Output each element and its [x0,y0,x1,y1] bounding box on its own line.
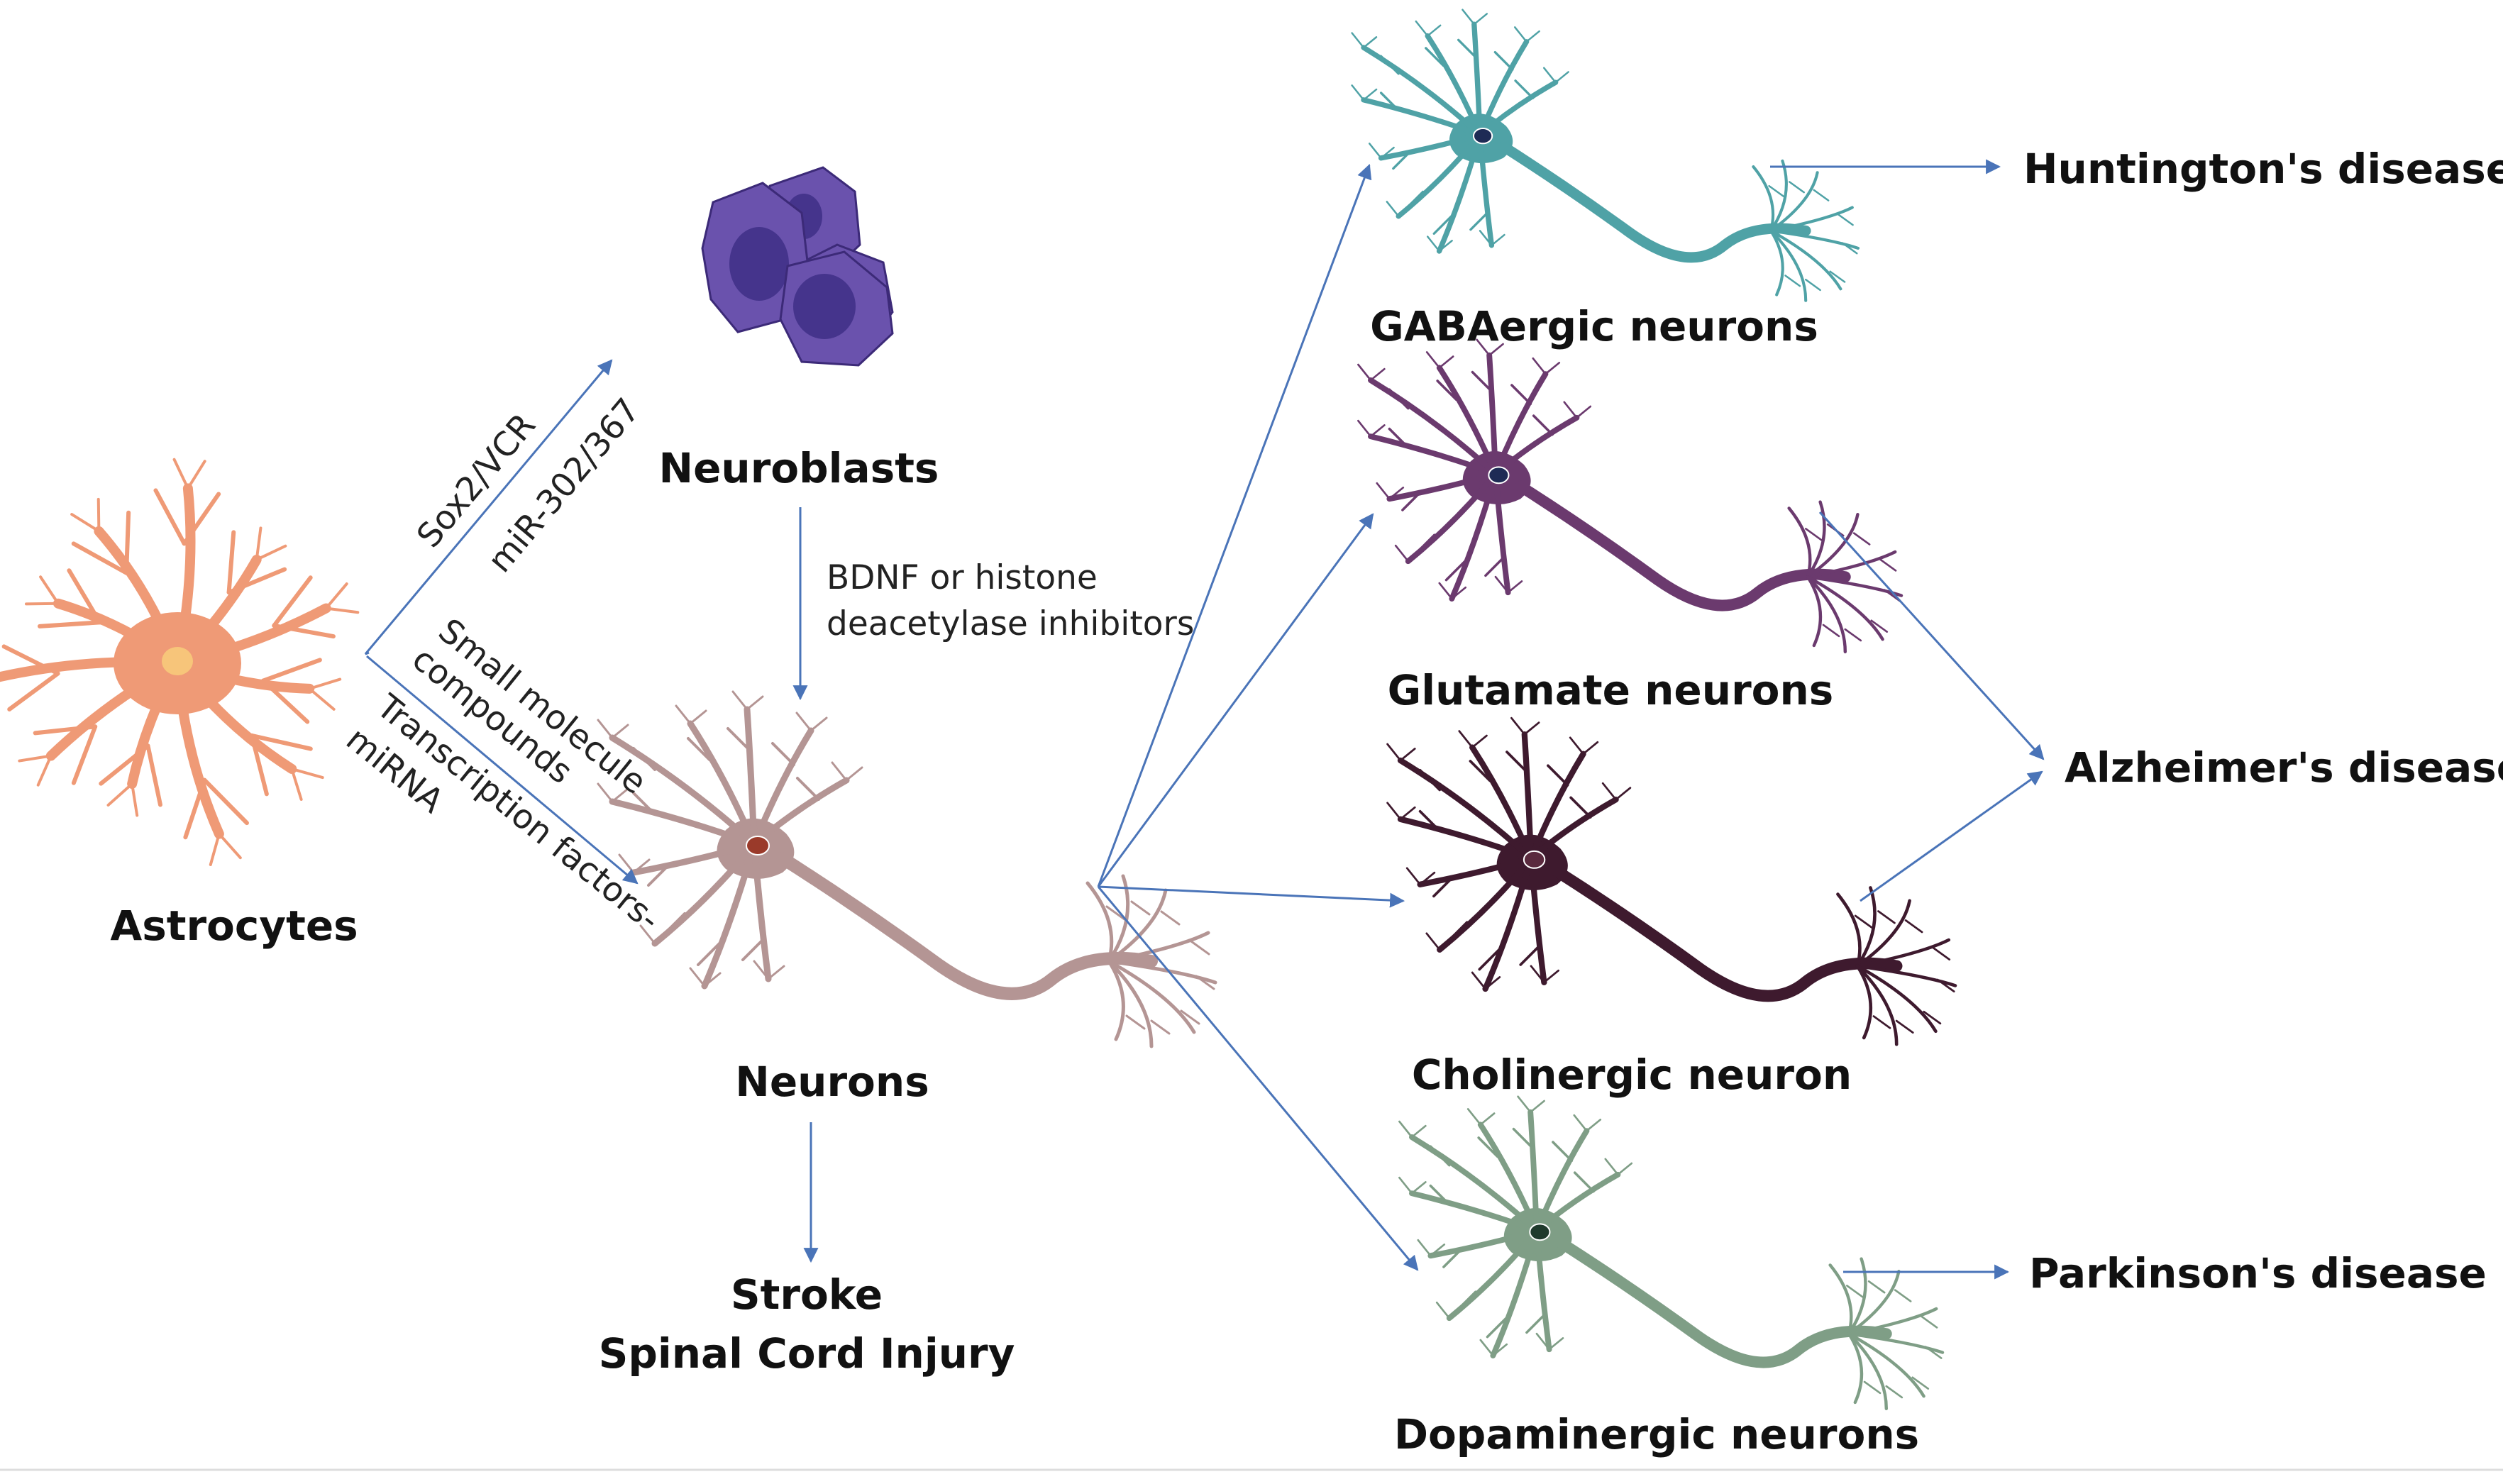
neuroblast-cluster-icon [701,166,894,367]
arrow-astrocyte-to-neurons [366,655,639,885]
arrow-astrocyte-to-neuroblasts [364,359,613,655]
label-alzheimers-disease: Alzheimer's disease [2065,743,2503,792]
astrocyte-cell-icon [0,458,360,866]
label-bdnf-line1: BDNF or histone [827,558,1098,597]
arrow-neurons-to-glutamate [1097,513,1374,887]
arrow-neurons-to-cholinergic [1098,885,1405,908]
label-parkinsons-disease: Parkinson's disease [2029,1249,2487,1297]
arrow-glutamate-to-alzheimer [1818,511,2045,760]
neuron-cell-icon [597,690,1217,1048]
glutamate-neuron-icon [1357,338,1904,653]
label-bdnf-line2: deacetylase inhibitors [827,604,1194,643]
arrows [364,159,2045,1280]
label-gabaergic-neurons: GABAergic neurons [1370,302,1818,350]
arrow-neurons-to-dopaminergic [1097,886,1419,1271]
label-glutamate-neurons: Glutamate neurons [1388,666,1834,714]
label-spinal-cord-injury: Spinal Cord Injury [599,1329,1015,1378]
label-huntingtons-disease: Huntington's disease [2023,145,2503,193]
label-dopaminergic-neurons: Dopaminergic neurons [1394,1410,1919,1458]
label-neuroblasts: Neuroblasts [659,444,939,492]
gabaergic-neuron-icon [1351,9,1860,302]
label-cholinergic-neuron: Cholinergic neuron [1412,1051,1852,1099]
arrow-cholinergic-to-alzheimer [1860,770,2043,902]
label-neurons: Neurons [735,1058,929,1106]
label-stroke: Stroke [731,1270,883,1319]
cholinergic-neuron-icon [1386,716,1957,1046]
arrow-neurons-to-gabaergic [1097,164,1372,887]
dopaminergic-neuron-icon [1398,1095,1945,1410]
label-astrocytes: Astrocytes [110,902,358,950]
